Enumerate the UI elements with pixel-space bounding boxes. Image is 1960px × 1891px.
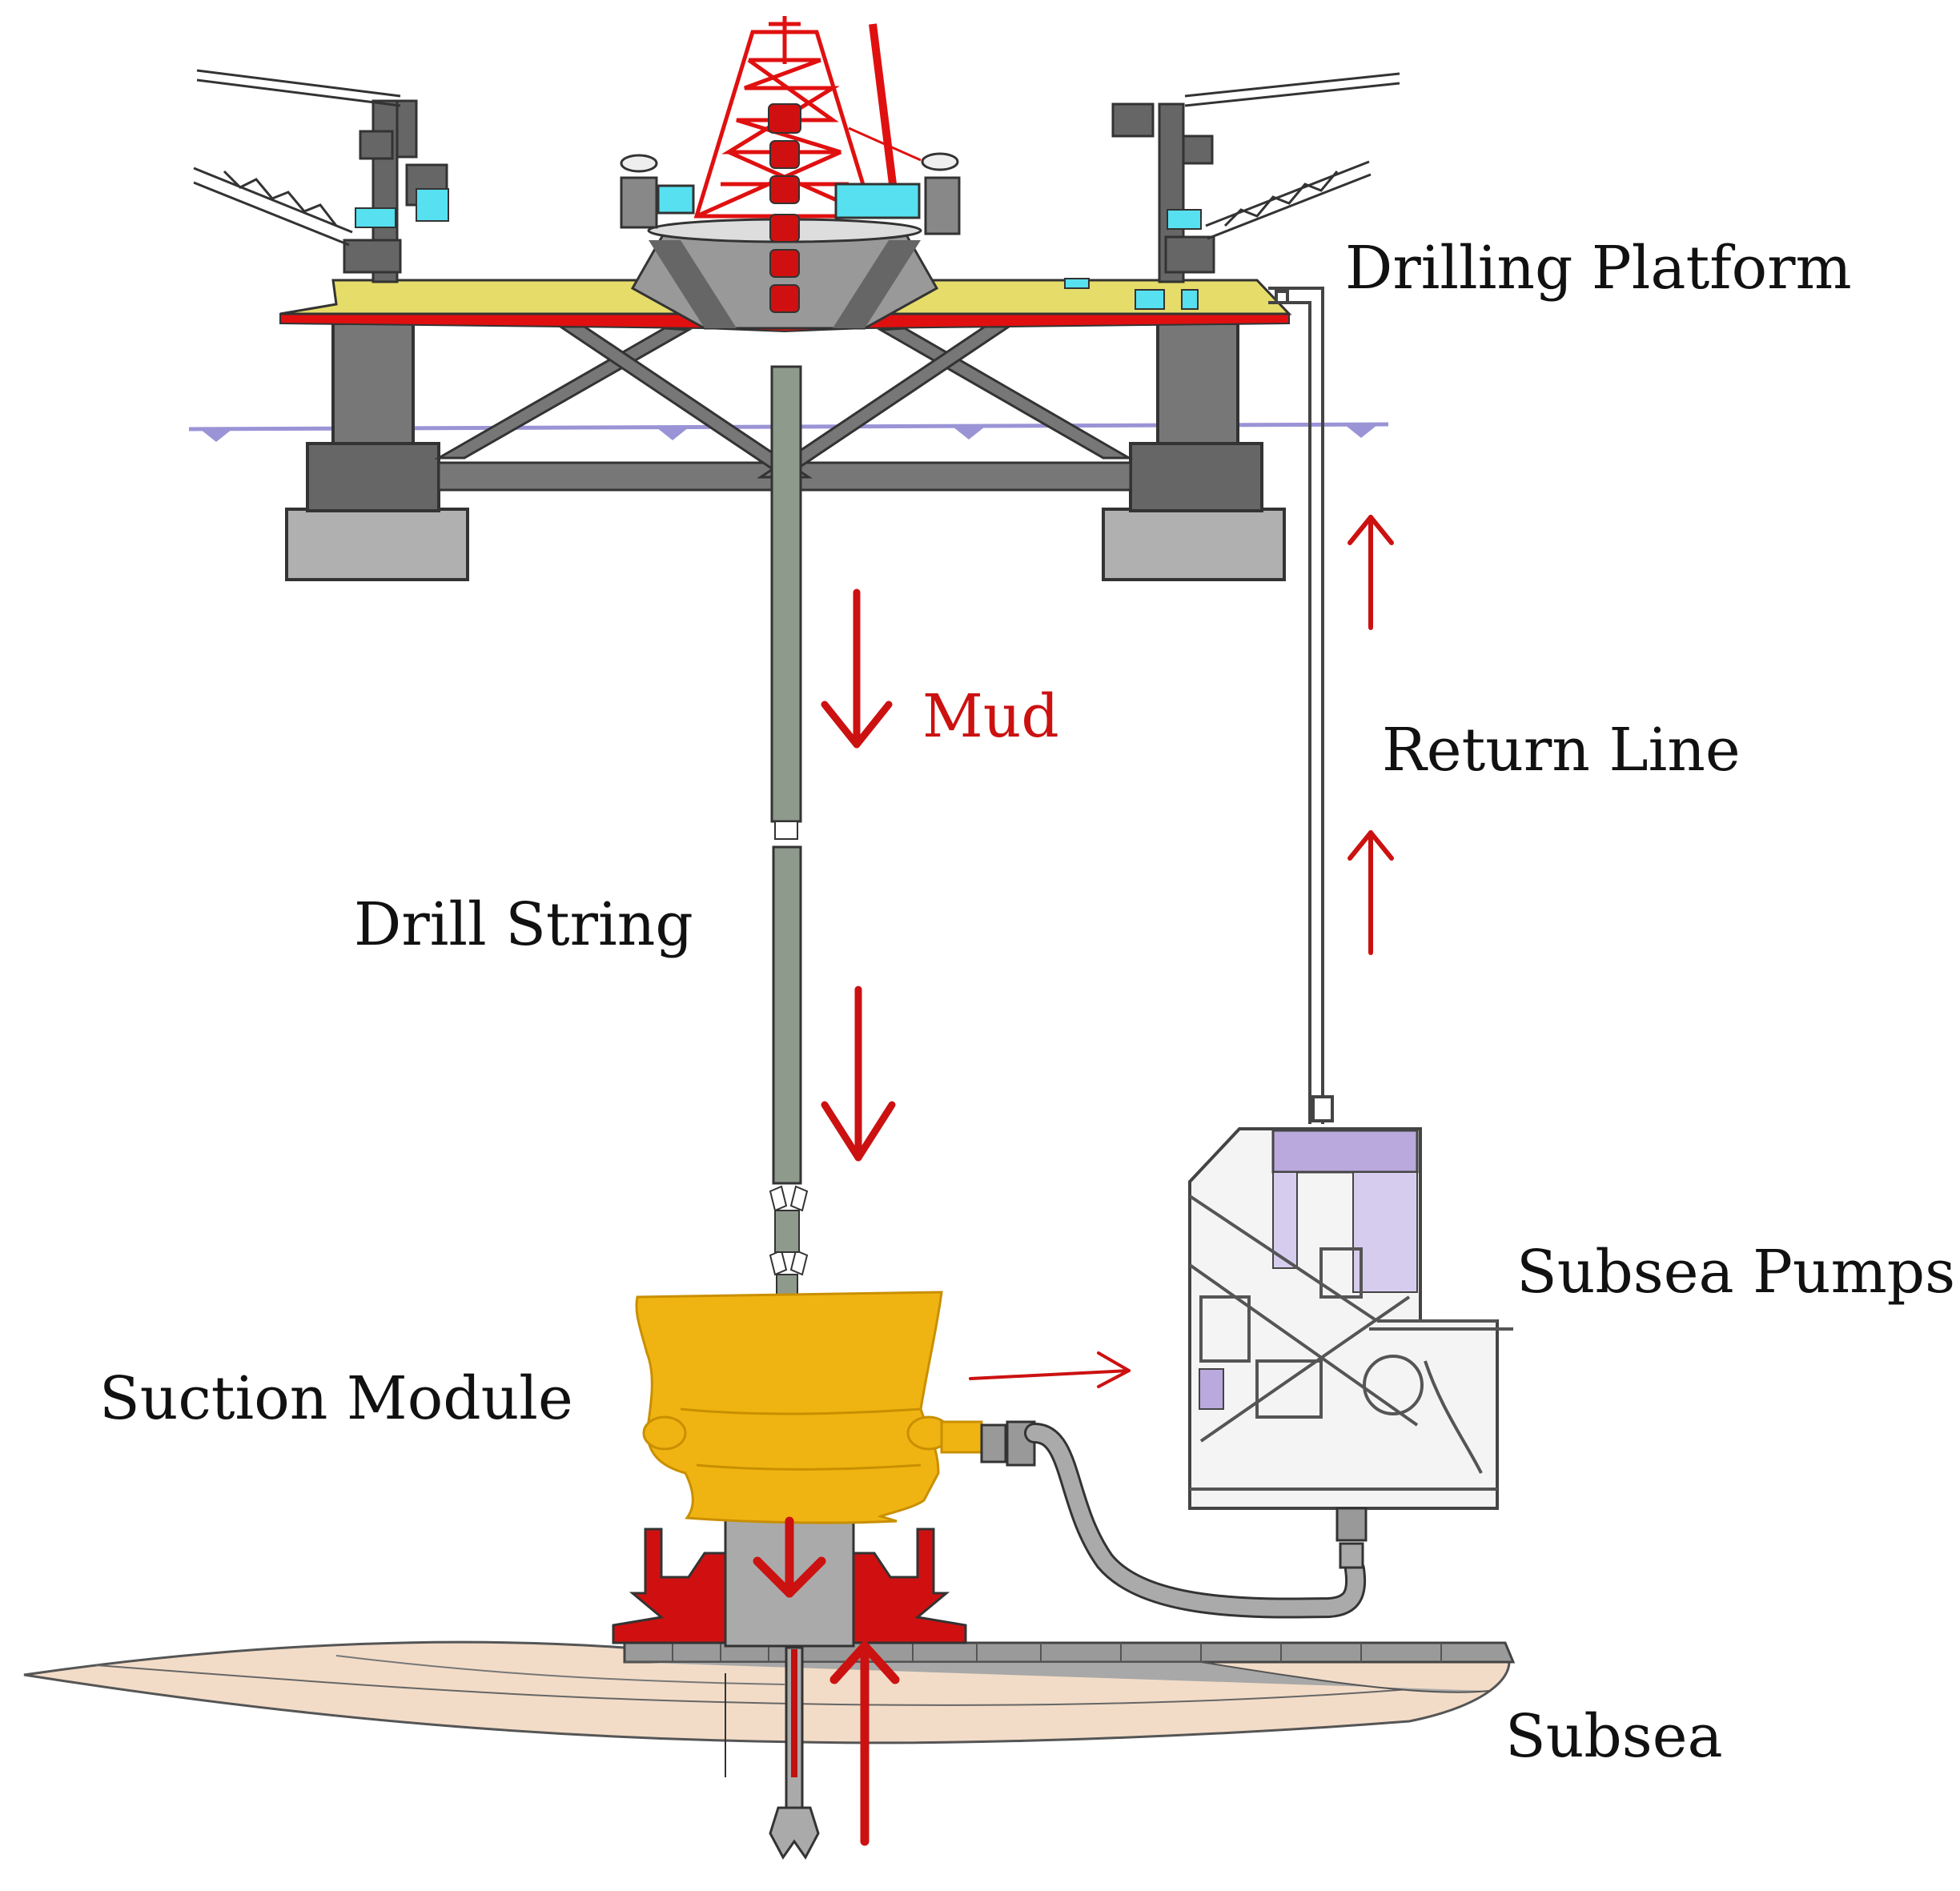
arrow-up-return-1 (1348, 515, 1394, 630)
return-line (1268, 287, 1334, 1124)
drill-bit (725, 1646, 820, 1860)
drill-string (769, 365, 809, 1299)
arrow-down-mud (821, 588, 893, 749)
flow-arrows (753, 515, 1394, 1846)
left-crane (193, 69, 449, 283)
label-mud: Mud (922, 682, 1059, 751)
arrow-right-to-pumps (969, 1351, 1131, 1388)
label-drilling-platform: Drilling Platform (1345, 234, 1852, 303)
arrow-up-from-seabed (829, 1641, 900, 1846)
arrow-down-drill-string (821, 986, 896, 1162)
arrow-down-into-well (753, 1516, 826, 1598)
label-drill-string: Drill String (354, 890, 693, 959)
label-subsea: Subsea (1505, 1702, 1723, 1771)
right-crane (1111, 72, 1400, 283)
label-subsea-pumps: Subsea Pumps (1516, 1238, 1956, 1307)
seabed (23, 1640, 1516, 1744)
suction-module (612, 1291, 1367, 1648)
subsea-pumps (1188, 1127, 1513, 1569)
label-suction-module: Suction Module (99, 1364, 573, 1433)
label-return-line: Return Line (1382, 716, 1741, 785)
drilling-platform (188, 16, 1400, 581)
arrow-up-return-2 (1348, 830, 1394, 955)
